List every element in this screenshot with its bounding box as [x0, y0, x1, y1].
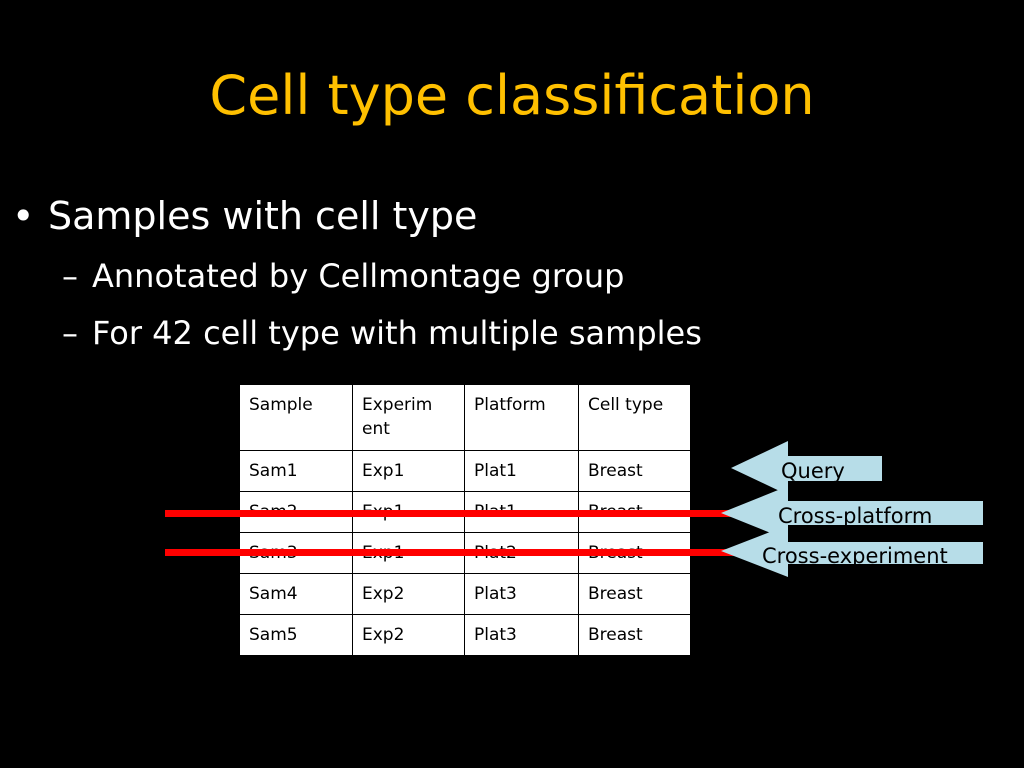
- table-cell: Plat3: [464, 614, 579, 656]
- bullet-list: • Samples with cell type –Annotated by Ce…: [0, 0, 1024, 380]
- table-cell: Plat3: [464, 573, 579, 615]
- table-cell: Plat1: [464, 450, 579, 492]
- table-cell: Breast: [578, 450, 691, 492]
- table-cell: Breast: [578, 614, 691, 656]
- query-arrow-label: Query: [781, 459, 845, 483]
- bullet-mark: •: [12, 194, 35, 238]
- table-cell: Sam4: [239, 573, 353, 615]
- table-row: Sam4 Exp2 Plat3 Breast: [239, 573, 691, 615]
- table-cell: Exp2: [352, 573, 465, 615]
- sub-bullet-text: Annotated by Cellmontage group: [92, 257, 625, 295]
- bullet-text: Samples with cell type: [48, 194, 478, 238]
- sub-bullet-item: –For 42 cell type with multiple samples: [62, 311, 702, 355]
- table-cell: Sam5: [239, 614, 353, 656]
- strike-line-cross-platform: [165, 510, 735, 517]
- table-cell: Sam1: [239, 450, 353, 492]
- table-header-cell: Cell type: [578, 384, 691, 451]
- table-cell: Exp2: [352, 614, 465, 656]
- cross-platform-arrow-label: Cross-platform: [778, 504, 933, 528]
- table-header-cell: Sample: [239, 384, 353, 451]
- sub-bullet-text: For 42 cell type with multiple samples: [92, 314, 702, 352]
- slide-title: Cell type classification: [209, 64, 815, 127]
- table-cell: Exp1: [352, 450, 465, 492]
- table-cell: Breast: [578, 573, 691, 615]
- table-row: Sam5 Exp2 Plat3 Breast: [239, 614, 691, 656]
- cross-experiment-arrow-label: Cross-experiment: [762, 544, 948, 568]
- sub-bullet-mark: –: [62, 257, 78, 295]
- table-row: Sam1 Exp1 Plat1 Breast: [239, 450, 691, 492]
- strike-line-cross-experiment: [165, 549, 735, 556]
- bullet-item: • Samples with cell type: [12, 190, 477, 242]
- sub-bullet-item: –Annotated by Cellmontage group: [62, 254, 624, 298]
- sub-bullet-mark: –: [62, 314, 78, 352]
- table-header-cell: Platform: [464, 384, 579, 451]
